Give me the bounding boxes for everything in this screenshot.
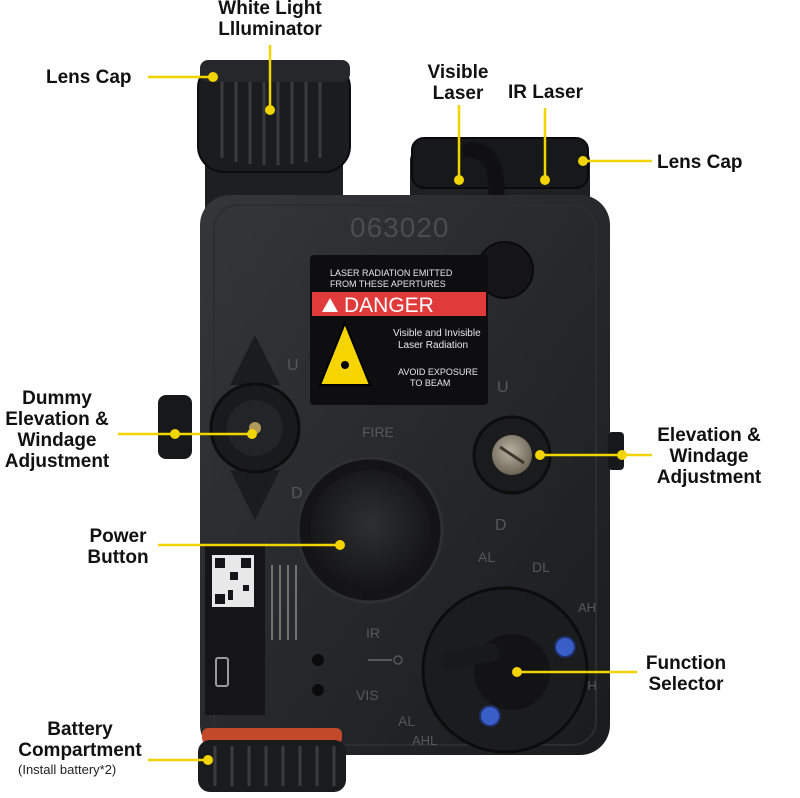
lens-cap-grip-ridges — [220, 73, 322, 165]
callout-battery: Battery Compartment — [18, 719, 142, 761]
leader-ir-laser — [540, 108, 550, 185]
svg-text:AVOID EXPOSURE: AVOID EXPOSURE — [398, 367, 478, 377]
serial-number: 063020 — [350, 212, 449, 243]
callout-battery-note: (Install battery*2) — [18, 762, 117, 777]
svg-text:Visible and Invisible: Visible and Invisible — [393, 328, 481, 339]
left-arrow-down — [230, 470, 280, 520]
indicator-hole-1 — [312, 654, 324, 666]
svg-text:LASER RADIATION EMITTED: LASER RADIATION EMITTED — [330, 268, 453, 278]
svg-text:AHL: AHL — [412, 733, 437, 748]
callout-dummy-adjust: Dummy Elevation & Windage Adjustment — [4, 388, 110, 472]
leader-dummy-adjust — [118, 429, 257, 439]
svg-text:AH: AH — [578, 600, 596, 615]
callout-lens-cap-right: Lens Cap — [657, 152, 743, 173]
laser-hazard-icon — [318, 320, 372, 386]
svg-text:Laser Radiation: Laser Radiation — [398, 340, 468, 351]
callout-white-light: White Light Llluminator — [218, 0, 322, 40]
leader-lens-cap-left — [148, 72, 218, 82]
svg-text:IR: IR — [366, 625, 380, 641]
battery-cap — [198, 740, 346, 792]
selector-screw-blue-2 — [479, 705, 501, 727]
right-side-knob — [608, 432, 624, 470]
battery-icon — [215, 657, 229, 687]
svg-text:AL: AL — [478, 549, 495, 565]
callout-lens-cap-left: Lens Cap — [46, 67, 132, 88]
device: 063020 LASER RADIATION EMITTED FROM THES… — [158, 60, 624, 792]
info-sticker — [205, 545, 297, 715]
left-side-knob — [158, 395, 192, 459]
svg-text:D: D — [495, 517, 507, 534]
leader-elevation-adjust — [535, 450, 652, 460]
leader-lines — [118, 45, 652, 765]
callout-elevation-adjust: Elevation & Windage Adjustment — [656, 425, 762, 488]
svg-text:DL: DL — [532, 559, 550, 575]
warning-label: LASER RADIATION EMITTED FROM THESE APERT… — [310, 255, 488, 405]
svg-text:D: D — [291, 485, 303, 502]
svg-text:U: U — [287, 357, 299, 374]
selector-screw-blue-1 — [554, 636, 576, 658]
leader-lens-cap-right — [578, 156, 652, 166]
leader-battery — [148, 755, 213, 765]
left-arrow-up — [230, 335, 280, 385]
callout-function-selector: Function Selector — [645, 653, 727, 695]
leader-white-light — [265, 45, 275, 115]
callout-ir-laser: IR Laser — [508, 82, 583, 103]
svg-text:DANGER: DANGER — [344, 294, 434, 317]
svg-text:FROM THESE APERTURES: FROM THESE APERTURES — [330, 279, 446, 289]
svg-text:AL: AL — [398, 713, 415, 729]
leader-power-button — [158, 540, 345, 550]
leader-visible-laser — [454, 105, 464, 185]
svg-text:TO BEAM: TO BEAM — [410, 378, 450, 388]
indicator-hole-2 — [312, 684, 324, 696]
svg-text:FIRE: FIRE — [362, 424, 394, 440]
svg-text:U: U — [497, 379, 509, 396]
svg-text:VIS: VIS — [356, 687, 379, 703]
callout-power-button: Power Button — [87, 526, 149, 568]
leader-function-selector — [512, 667, 637, 677]
danger-banner — [312, 292, 486, 316]
callout-visible-laser: Visible Laser — [427, 62, 489, 104]
